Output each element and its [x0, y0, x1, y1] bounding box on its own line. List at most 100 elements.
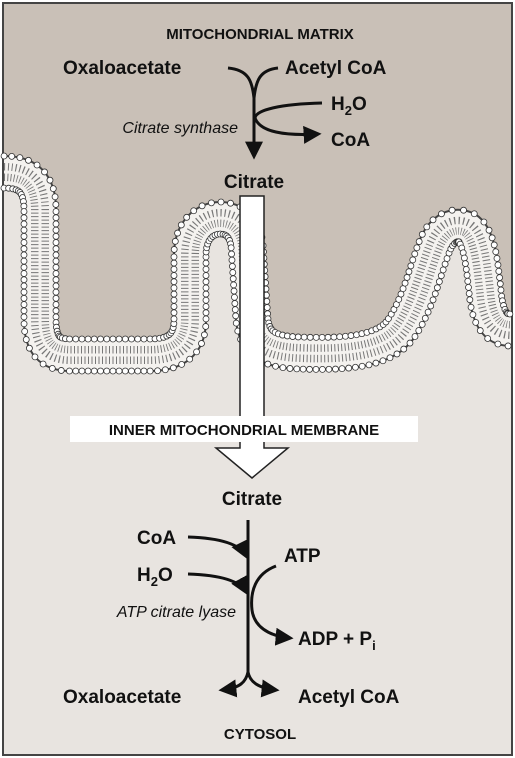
- membrane-label-box: [70, 416, 418, 442]
- phospholipid-head: [52, 276, 60, 284]
- phospholipid-head: [8, 152, 16, 160]
- phospholipid-head: [121, 335, 129, 343]
- matrix-citrate: Citrate: [224, 172, 284, 193]
- phospholipid-head: [140, 335, 148, 343]
- phospholipid-head: [202, 265, 210, 273]
- phospholipid-head: [134, 335, 142, 343]
- phospholipid-head: [227, 244, 235, 252]
- phospholipid-head: [20, 263, 28, 271]
- matrix-oxaloacetate: Oxaloacetate: [63, 58, 181, 79]
- phospholipid-head: [20, 245, 28, 253]
- phospholipid-head: [217, 198, 225, 206]
- phospholipid-head: [21, 327, 29, 335]
- phospholipid-head: [332, 365, 339, 373]
- phospholipid-head: [20, 226, 28, 234]
- phospholipid-head: [52, 307, 60, 315]
- membrane-label: INNER MITOCHONDRIAL MEMBRANE: [109, 422, 379, 439]
- phospholipid-head: [279, 364, 287, 372]
- phospholipid-head: [52, 245, 60, 253]
- phospholipid-head: [272, 362, 279, 370]
- phospholipid-head: [485, 226, 493, 234]
- citrate-transport-arrow: [213, 195, 291, 479]
- phospholipid-head: [48, 365, 56, 372]
- phospholipid-head: [467, 303, 475, 311]
- phospholipid-head: [170, 303, 178, 310]
- phospholipid-head: [293, 365, 301, 373]
- inner-membrane-midline: [3, 170, 512, 357]
- phospholipid-head: [198, 202, 206, 210]
- phospholipid-head: [20, 270, 28, 277]
- phospholipid-head: [462, 265, 470, 273]
- phospholipid-head: [202, 296, 210, 304]
- phospholipid-head: [480, 218, 488, 226]
- phospholipid-head: [170, 246, 178, 253]
- phospholipid-head: [497, 286, 505, 294]
- phospholipid-head: [464, 277, 472, 285]
- phospholipid-head: [403, 274, 411, 281]
- phospholipid-head: [52, 226, 60, 234]
- atp-citrate-lyase-label: ATP citrate lyase: [116, 604, 236, 621]
- phospholipid-head: [493, 254, 501, 262]
- phospholipid-head: [229, 269, 237, 276]
- phospholipid-head: [496, 274, 503, 281]
- phospholipid-head: [289, 333, 297, 340]
- phospholipid-head: [232, 319, 240, 327]
- phospholipid-head: [178, 361, 186, 368]
- phospholipid-head: [170, 253, 178, 261]
- phospholipid-head: [490, 241, 498, 249]
- phospholipid-head: [202, 323, 210, 330]
- phospholipid-head: [20, 301, 28, 308]
- phospholipid-head: [465, 290, 473, 297]
- phospholipid-head: [16, 154, 24, 162]
- phospholipid-head: [405, 268, 413, 276]
- phospholipid-head: [232, 312, 240, 320]
- phospholipid-head: [39, 360, 47, 368]
- phospholipid-head: [415, 327, 423, 334]
- phospholipid-head: [345, 364, 353, 372]
- cytosol-coa: CoA: [137, 528, 176, 549]
- phospholipid-head: [460, 206, 467, 214]
- phospholipid-head: [20, 288, 28, 296]
- phospholipid-head: [84, 335, 92, 343]
- phospholipid-head: [325, 365, 333, 373]
- phospholipid-head: [492, 248, 500, 256]
- phospholipid-head: [495, 267, 503, 275]
- phospholipid-head: [49, 185, 57, 193]
- phospholipid-head: [26, 344, 33, 352]
- phospholipid-head: [435, 278, 443, 286]
- matrix-header: MITOCHONDRIAL MATRIX: [166, 26, 354, 43]
- phospholipid-head: [20, 257, 28, 265]
- phospholipid-head: [20, 294, 28, 302]
- phospholipid-head: [20, 251, 28, 259]
- phospholipid-head: [183, 213, 191, 221]
- phospholipid-head: [228, 262, 236, 270]
- phospholipid-head: [470, 210, 478, 218]
- phospholipid-head: [52, 232, 60, 240]
- phospholipid-head: [231, 293, 238, 301]
- phospholipid-head: [202, 284, 210, 292]
- phospholipid-head: [312, 365, 320, 373]
- phospholipid-head: [461, 260, 469, 267]
- phospholipid-head: [460, 254, 468, 262]
- phospholipid-head: [186, 355, 194, 363]
- phospholipid-head: [358, 362, 366, 370]
- phospholipid-head: [170, 278, 178, 286]
- phospholipid-head: [429, 296, 437, 304]
- phospholipid-head: [424, 308, 432, 316]
- phospholipid-head: [52, 301, 60, 308]
- phospholipid-head: [121, 367, 129, 375]
- phospholipid-head: [318, 333, 326, 341]
- cytosol-oxaloacetate: Oxaloacetate: [63, 687, 181, 708]
- phospholipid-head: [20, 239, 28, 246]
- phospholipid-head: [496, 280, 504, 288]
- phospholipid-head: [312, 333, 320, 341]
- phospholipid-head: [427, 302, 435, 310]
- phospholipid-head: [324, 333, 332, 341]
- phospholipid-head: [365, 361, 373, 369]
- phospholipid-head: [22, 336, 30, 343]
- phospholipid-head: [431, 290, 439, 298]
- phospholipid-head: [406, 339, 414, 347]
- phospholipid-head: [52, 239, 60, 246]
- phospholipid-head: [198, 340, 205, 347]
- phospholipid-head: [433, 284, 441, 292]
